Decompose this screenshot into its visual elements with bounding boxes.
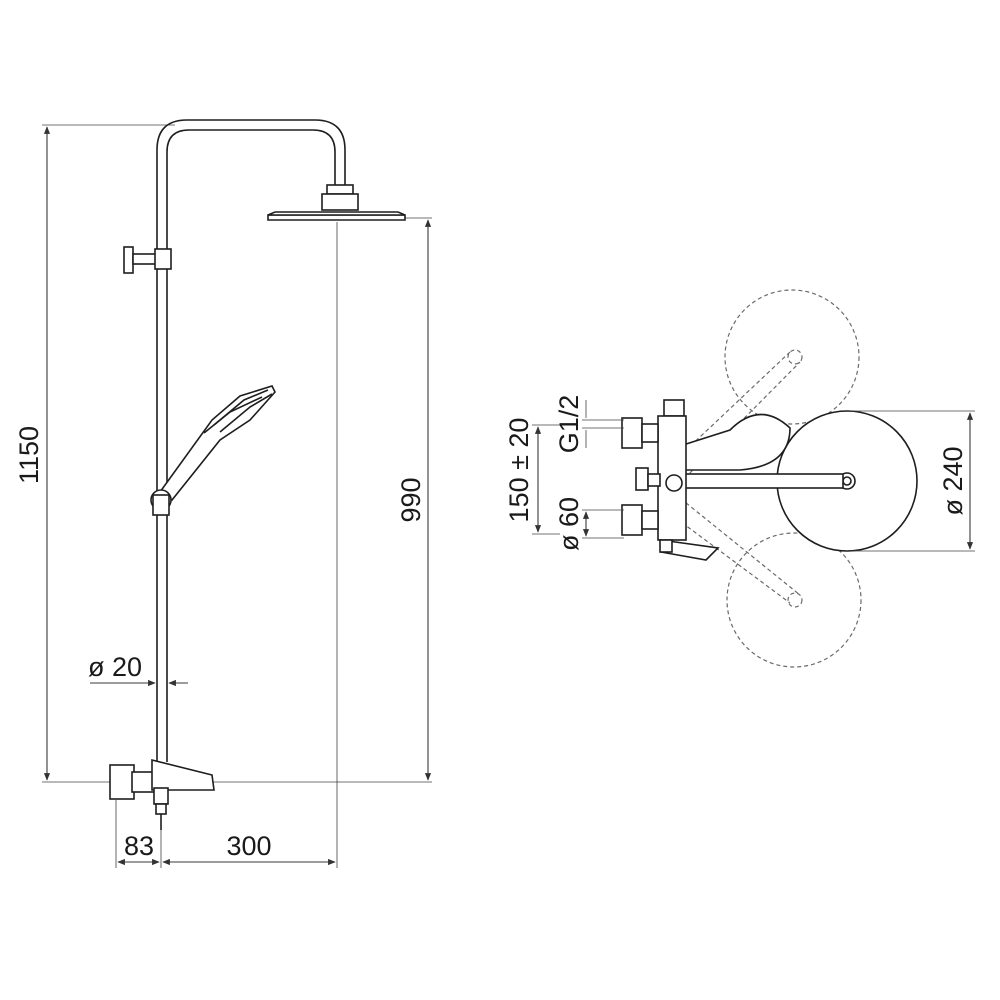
centres-label: 150 ± 20 xyxy=(504,418,534,523)
rosette-label: ø 60 xyxy=(554,497,584,551)
dimension-centres: 150 ± 20 xyxy=(504,418,560,535)
front-view: 1150 990 xyxy=(14,119,432,868)
dimension-pipe-diameter: ø 20 xyxy=(88,652,188,687)
dimension-head-diameter: ø 240 xyxy=(850,410,975,552)
hand-shower xyxy=(150,385,276,516)
height-label: 1150 xyxy=(14,426,44,484)
dimension-thread: G1/2 xyxy=(554,395,624,454)
top-view: G1/2 150 ± 20 ø 60 ø 240 xyxy=(504,289,975,668)
offset-label: 83 xyxy=(124,831,154,861)
mixer-valve xyxy=(109,758,215,830)
connector-bottom xyxy=(621,504,659,536)
diverter-knob xyxy=(635,467,683,492)
wall-bracket-top xyxy=(123,246,172,274)
shower-arm-top xyxy=(682,473,844,489)
connector-top xyxy=(621,417,659,449)
head-diameter-label: ø 240 xyxy=(938,446,968,515)
dimension-height-1150: 1150 xyxy=(14,124,175,783)
hand-shower-top xyxy=(682,413,791,471)
dimension-head-height-990: 990 xyxy=(210,217,432,783)
rain-shower-head xyxy=(267,184,406,858)
dimension-projection-300: 300 xyxy=(162,831,338,868)
riser-pipe xyxy=(156,119,346,762)
head-height-label: 990 xyxy=(396,477,426,522)
dimension-rosette: ø 60 xyxy=(554,497,624,551)
projection-label: 300 xyxy=(226,831,271,861)
dimension-offset-83: 83 xyxy=(115,800,162,868)
thread-label: G1/2 xyxy=(554,395,584,454)
pipe-diameter-label: ø 20 xyxy=(88,652,142,682)
